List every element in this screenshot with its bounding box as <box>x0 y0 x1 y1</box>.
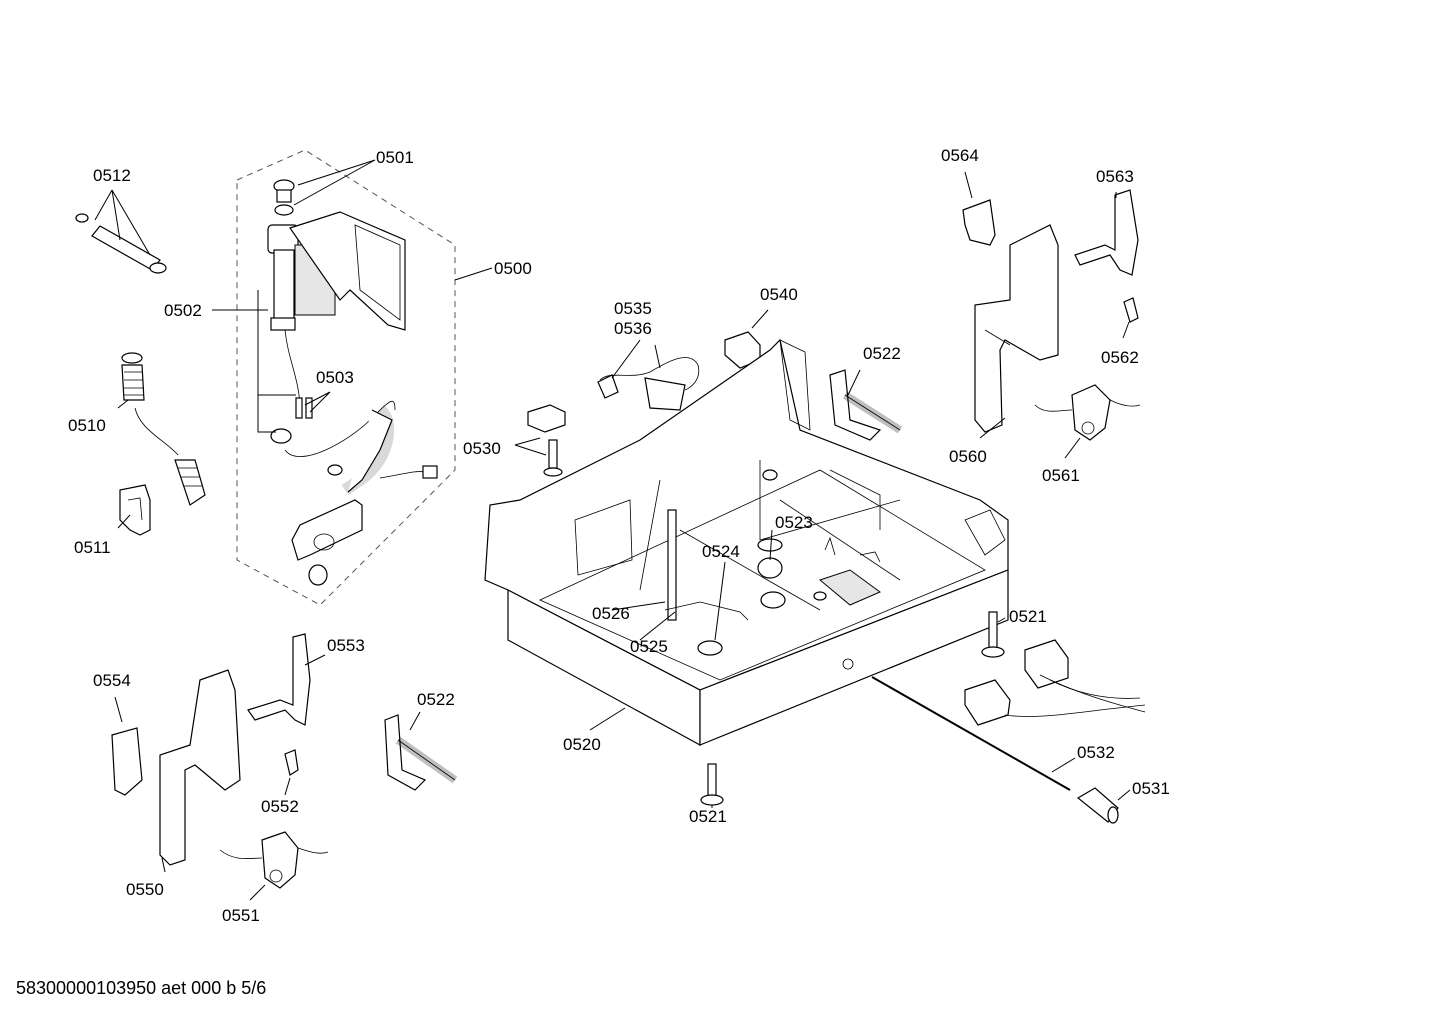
part-0511-holder[interactable] <box>119 484 151 536</box>
label-0532: 0532 <box>1077 743 1115 762</box>
part-0535-cable[interactable] <box>597 357 700 411</box>
label-0526: 0526 <box>592 604 630 623</box>
label-0502: 0502 <box>164 301 202 320</box>
part-0522-spring-upper[interactable] <box>829 369 903 441</box>
label-0554: 0554 <box>93 671 131 690</box>
part-wiring-harness[interactable] <box>964 639 1146 726</box>
label-0520: 0520 <box>563 735 601 754</box>
part-0550-bracket[interactable] <box>159 669 241 866</box>
part-0502-inlet-valve[interactable] <box>267 179 406 444</box>
label-0540: 0540 <box>760 285 798 304</box>
part-0563-hinge[interactable] <box>1074 189 1139 276</box>
label-0551: 0551 <box>222 906 260 925</box>
label-0524: 0524 <box>702 542 740 561</box>
part-0510-corrugated-hose[interactable] <box>121 352 206 506</box>
label-0562: 0562 <box>1101 348 1139 367</box>
label-0500: 0500 <box>494 259 532 278</box>
label-0530: 0530 <box>463 439 501 458</box>
label-0535: 0535 <box>614 299 652 318</box>
part-hose-inner[interactable] <box>284 400 438 495</box>
part-0521-screw-bottom[interactable] <box>700 763 724 806</box>
drawing-reference-footer: 58300000103950 aet 000 b 5/6 <box>16 978 267 998</box>
label-0550: 0550 <box>126 880 164 899</box>
label-0522-lower: 0522 <box>417 690 455 709</box>
leader-lines <box>94 159 1131 901</box>
part-valve-bracket[interactable] <box>291 499 363 586</box>
label-0563: 0563 <box>1096 167 1134 186</box>
part-0562-small-clip[interactable] <box>1123 297 1139 323</box>
part-0521-screw-right[interactable] <box>981 611 1005 658</box>
part-0530-block[interactable] <box>527 404 566 477</box>
label-0536: 0536 <box>614 319 652 338</box>
part-0552-small-clip[interactable] <box>284 749 299 776</box>
part-0520-base-tub[interactable] <box>484 338 1009 747</box>
part-0531-cap[interactable] <box>1076 787 1119 824</box>
label-0531: 0531 <box>1132 779 1170 798</box>
part-0512-hose[interactable] <box>75 213 167 274</box>
part-0560-bracket[interactable] <box>974 224 1059 433</box>
part-0554-clip[interactable] <box>111 727 143 796</box>
label-0561: 0561 <box>1042 466 1080 485</box>
label-0522-upper: 0522 <box>863 344 901 363</box>
label-0503: 0503 <box>316 368 354 387</box>
part-0564-clip[interactable] <box>962 199 996 246</box>
label-0552: 0552 <box>261 797 299 816</box>
label-0564: 0564 <box>941 146 979 165</box>
label-0510: 0510 <box>68 416 106 435</box>
part-0522-spring-lower[interactable] <box>384 714 458 791</box>
label-0553: 0553 <box>327 636 365 655</box>
part-0551-switch[interactable] <box>219 831 329 889</box>
part-0561-switch[interactable] <box>1034 384 1141 441</box>
part-0532-rod[interactable] <box>871 676 1071 791</box>
label-0501: 0501 <box>376 148 414 167</box>
label-0525: 0525 <box>630 637 668 656</box>
group-boundary-0500 <box>236 149 456 606</box>
label-0560: 0560 <box>949 447 987 466</box>
part-0553-hinge[interactable] <box>247 633 311 726</box>
label-0512: 0512 <box>93 166 131 185</box>
label-0511: 0511 <box>74 538 111 557</box>
label-0521-bottom: 0521 <box>689 807 727 826</box>
label-0521-right: 0521 <box>1009 607 1047 626</box>
label-0523: 0523 <box>775 513 813 532</box>
